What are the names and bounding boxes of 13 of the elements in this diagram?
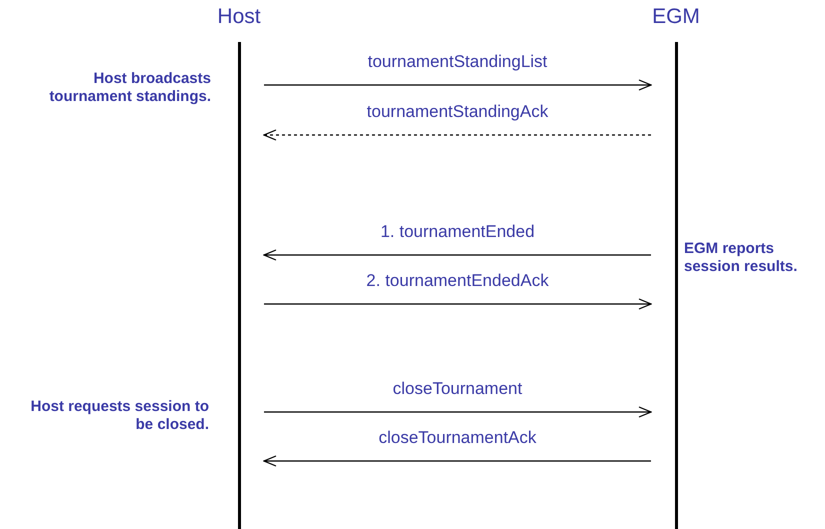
message-arrow [263, 455, 651, 467]
message-arrow [263, 129, 651, 141]
message-arrow [264, 298, 652, 310]
participant-name: Host [216, 4, 262, 30]
note-text: EGM reports session results. [684, 240, 798, 276]
note-text: Host requests session to be closed. [30, 398, 209, 434]
note-text: Host broadcasts tournament standings. [48, 70, 211, 106]
message-label: tournamentStandingList [366, 52, 550, 72]
message-arrow [264, 406, 652, 418]
participant-name: EGM [651, 4, 701, 30]
message-label: tournamentStandingAck [364, 102, 550, 122]
message-arrow [263, 249, 651, 261]
message-arrow [264, 79, 652, 91]
